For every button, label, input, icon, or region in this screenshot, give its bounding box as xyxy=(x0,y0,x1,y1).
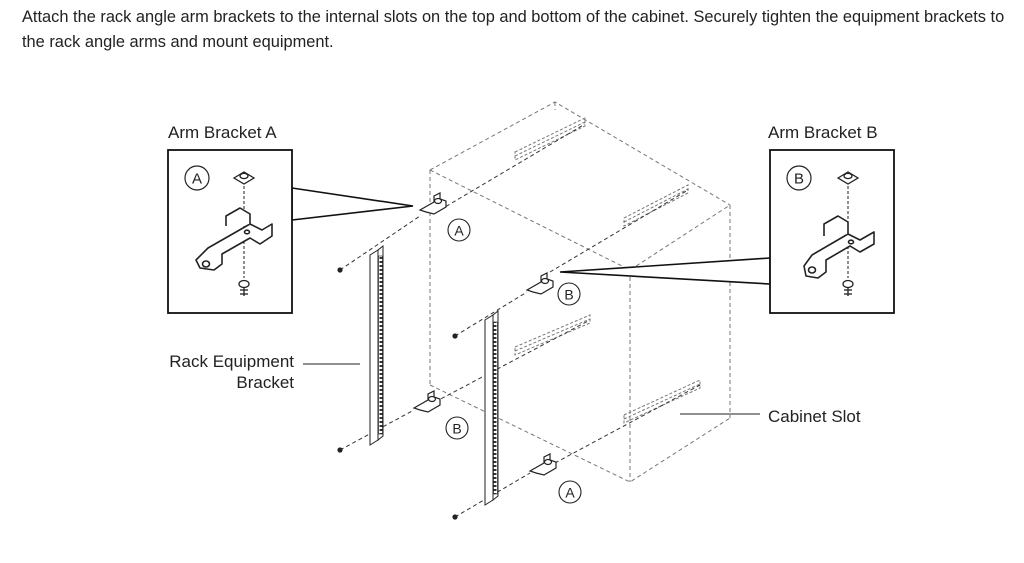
cage-nut-icon xyxy=(836,171,860,185)
callout-b-bottom: B xyxy=(445,416,469,440)
arm-bracket-a-icon xyxy=(195,207,273,271)
detail-b-callout: B xyxy=(786,165,812,191)
label-arm-bracket-a: Arm Bracket A xyxy=(168,123,277,142)
arm-bracket-bottom-right xyxy=(528,453,557,476)
cabinet-slot-bottom-left xyxy=(514,314,591,356)
screw-icon xyxy=(337,447,343,453)
leader-lines xyxy=(303,363,760,415)
rack-equipment-bracket-left xyxy=(369,244,384,446)
callout-b-top: B xyxy=(557,282,581,306)
callout-b-top-text: B xyxy=(564,287,573,303)
cabinet-slots xyxy=(514,117,701,424)
callout-a-bottom-text: A xyxy=(565,485,575,501)
screw-icon xyxy=(842,279,854,296)
detail-b-callout-text: B xyxy=(794,171,804,188)
label-rack-equipment-bracket: Rack Equipment Bracket xyxy=(140,351,294,393)
arm-bracket-top-right xyxy=(525,272,554,295)
screw-icon xyxy=(452,333,458,339)
screw-icon xyxy=(337,267,343,273)
arm-bracket-bottom-left xyxy=(412,390,441,413)
alignment-lines xyxy=(339,123,701,518)
label-rack-equipment-line1: Rack Equipment xyxy=(169,352,294,371)
cabinet-slot-bottom-right xyxy=(623,379,701,424)
cabinet-slot-top-left xyxy=(514,117,586,161)
callout-a-top: A xyxy=(447,218,471,242)
callout-a-top-text: A xyxy=(454,223,464,239)
cabinet-slot-top-right xyxy=(623,184,689,227)
screw-icon xyxy=(452,514,458,520)
label-arm-bracket-b: Arm Bracket B xyxy=(768,123,878,142)
label-rack-equipment-line2: Bracket xyxy=(236,373,294,392)
label-cabinet-slot: Cabinet Slot xyxy=(768,407,861,426)
detail-a-callout-text: A xyxy=(192,171,202,188)
detail-inset-a: A xyxy=(167,149,414,314)
callout-a-bottom: A xyxy=(558,480,582,504)
detail-inset-b: B xyxy=(559,149,895,314)
arm-bracket-b-icon xyxy=(803,215,875,279)
rack-equipment-bracket-right xyxy=(484,309,499,506)
cage-nut-icon xyxy=(232,171,256,185)
screws xyxy=(337,267,458,520)
screw-icon xyxy=(238,279,250,296)
arm-bracket-top-left xyxy=(418,192,447,215)
instruction-text: Attach the rack angle arm brackets to th… xyxy=(22,8,1005,51)
callout-b-bottom-text: B xyxy=(452,421,461,437)
detail-a-callout: A xyxy=(184,165,210,191)
